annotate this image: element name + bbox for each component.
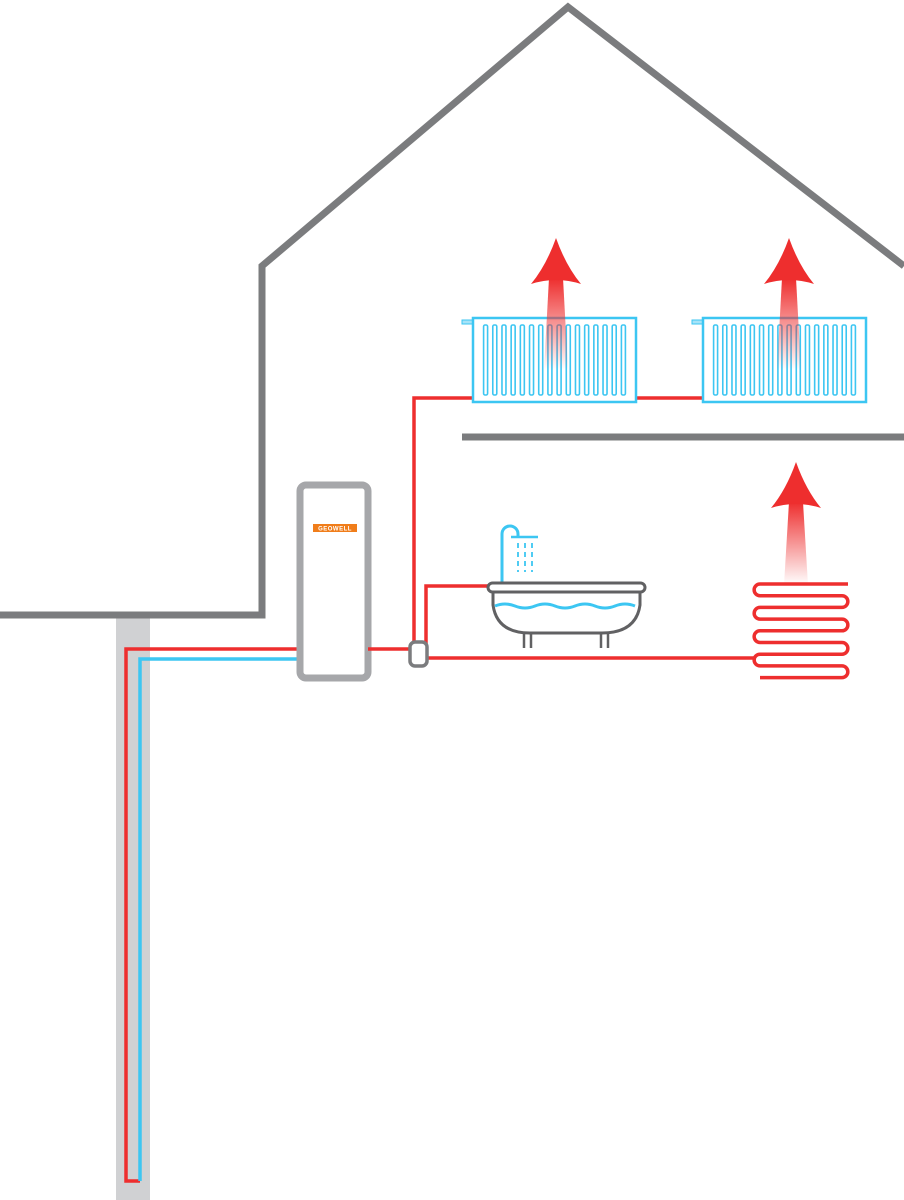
radiator-fin xyxy=(593,324,599,396)
radiator-fin xyxy=(749,324,756,396)
radiator-fin xyxy=(574,324,581,396)
ground-loop-hot-pipe xyxy=(124,647,300,1183)
radiator-fin xyxy=(510,324,516,396)
underfloor-heating-coil xyxy=(752,582,850,680)
radiator-fin xyxy=(841,324,848,396)
radiator-supply-pipe xyxy=(412,396,474,645)
radiator-fin xyxy=(583,324,590,396)
radiator-fin xyxy=(721,324,728,396)
radiator-fin xyxy=(537,324,544,396)
radiator-fin xyxy=(528,324,535,396)
heat-pump: GEOWELL xyxy=(296,481,372,682)
shower-water-drops-icon xyxy=(517,543,533,572)
valve xyxy=(408,640,429,668)
radiator-fin xyxy=(823,324,829,396)
radiator-fin xyxy=(850,324,857,396)
radiator-fin xyxy=(758,324,765,396)
radiator-fin xyxy=(731,324,737,396)
radiator-fin xyxy=(491,324,498,396)
radiator-fin xyxy=(519,324,526,396)
heat-rising-arrow-icon xyxy=(764,238,814,370)
radiator-fin xyxy=(482,324,489,396)
ground-borehole xyxy=(116,618,150,1200)
bathtub-water xyxy=(494,602,636,610)
geowell-logo-text: GEOWELL xyxy=(318,527,352,533)
radiator-fin xyxy=(804,324,811,396)
bathtub-legs xyxy=(522,633,610,648)
radiator-fin xyxy=(602,324,608,396)
bathtub xyxy=(486,524,647,648)
radiator-fin xyxy=(620,324,627,396)
radiator-fin xyxy=(740,324,746,396)
bathtub-supply-pipe xyxy=(424,584,490,645)
heat-rising-arrow-icon xyxy=(771,462,821,585)
shower-pipe xyxy=(500,524,520,583)
heat-rising-arrow-icon xyxy=(531,238,581,370)
radiator-fin xyxy=(712,324,719,396)
bathtub-rim xyxy=(486,581,647,594)
ground-loop-cold-pipe xyxy=(138,657,300,1181)
radiator-fin xyxy=(813,324,820,396)
house-outline xyxy=(0,2,904,619)
radiator-fin xyxy=(832,324,838,396)
bathtub-body xyxy=(491,592,642,635)
radiator-fin xyxy=(767,324,774,396)
geowell-logo xyxy=(313,524,357,532)
radiator-valve xyxy=(461,319,474,325)
radiator-fin xyxy=(501,324,507,396)
radiator-valve xyxy=(691,319,704,325)
radiator-fin xyxy=(611,324,618,396)
